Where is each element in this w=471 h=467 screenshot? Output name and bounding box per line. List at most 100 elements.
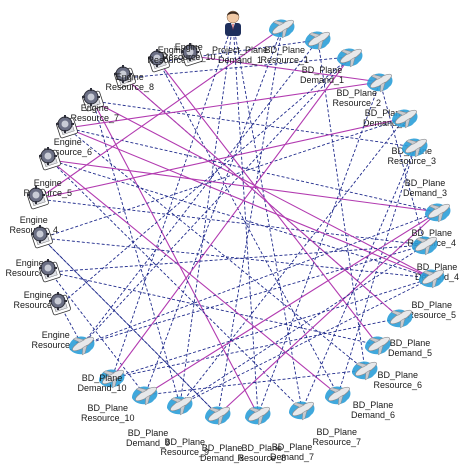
- edge-bd_res_5-to-engine_6[interactable]: [66, 127, 433, 279]
- node-engine-7[interactable]: [76, 86, 110, 116]
- edge-engine_3-to-bd_res_5[interactable]: [41, 237, 433, 281]
- edge-engine_2-to-bd_dem_9[interactable]: [49, 271, 146, 396]
- edge-engine_5-to-bd_dem_7[interactable]: [49, 159, 303, 411]
- person-icon: [216, 7, 250, 37]
- node-bd-res-10[interactable]: [95, 363, 129, 393]
- node-bd-res-8[interactable]: [241, 400, 275, 430]
- node-engine-4[interactable]: [21, 184, 55, 214]
- node-bd-res-5[interactable]: [415, 263, 449, 293]
- gear-server-icon: [25, 223, 59, 253]
- node-engine-10[interactable]: [175, 41, 209, 71]
- edge-engine_4-to-bd_res_1[interactable]: [37, 27, 283, 200]
- edge-bd_dem_3-to-bd_res_7[interactable]: [336, 146, 416, 396]
- edge-bd_res_2-to-bd_res_10[interactable]: [111, 56, 351, 379]
- node-bd-res-3[interactable]: [388, 103, 422, 133]
- edge-engine_10-to-bd_dem_2[interactable]: [191, 55, 381, 85]
- gear-server-icon: [142, 47, 176, 77]
- edge-project_plane-to-bd_res_8[interactable]: [232, 21, 261, 416]
- edge-bd_dem_8-to-engine_3[interactable]: [41, 237, 219, 416]
- edge-bd_res_5-to-bd_res_9[interactable]: [179, 277, 433, 406]
- node-bd-res-9[interactable]: [163, 390, 197, 420]
- edge-project_plane-to-bd_res_9[interactable]: [177, 21, 234, 406]
- edge-engine_3-to-bd_res_3[interactable]: [41, 116, 406, 239]
- edge-engine_9-to-bd_res_7[interactable]: [158, 61, 339, 396]
- edge-bd_res_4-to-bd_dem_8[interactable]: [217, 211, 439, 416]
- node-bd-dem-1[interactable]: [301, 25, 335, 55]
- edge-bd_dem_1-to-bd_dem_10[interactable]: [81, 39, 319, 346]
- node-engine-3[interactable]: [25, 223, 59, 253]
- plane-icon: [348, 355, 382, 385]
- node-bd-res-4[interactable]: [421, 197, 455, 227]
- edge-bd_dem_4-to-bd_dem_10[interactable]: [81, 244, 426, 347]
- node-bd-res-2[interactable]: [333, 42, 367, 72]
- edge-bd_dem_1-to-bd_dem_6[interactable]: [317, 39, 367, 371]
- edge-bd_dem_4-to-bd_res_9[interactable]: [179, 244, 426, 406]
- edge-engine_8-to-bd_res_2[interactable]: [124, 54, 351, 79]
- edge-bd_dem_5-to-engine_8[interactable]: [124, 77, 401, 319]
- edge-bd_dem_9-to-bd_res_4[interactable]: [144, 211, 439, 396]
- edge-engine_2-to-bd_res_6[interactable]: [49, 271, 379, 347]
- edge-engine_1-to-bd_res_2[interactable]: [59, 56, 351, 306]
- edge-bd_res_7-to-engine_5[interactable]: [49, 159, 339, 396]
- node-bd-dem-10[interactable]: [65, 330, 99, 360]
- plane-icon: [95, 363, 129, 393]
- edge-engine_7-to-bd_dem_3[interactable]: [92, 100, 416, 149]
- gear-server-icon: [76, 86, 110, 116]
- node-bd-dem-5[interactable]: [383, 303, 417, 333]
- plane-icon: [363, 67, 397, 97]
- node-bd-dem-8[interactable]: [201, 400, 235, 430]
- plane-icon: [415, 263, 449, 293]
- edge-engine_7-to-bd_res_9[interactable]: [92, 100, 182, 406]
- edge-bd_res_4-to-engine_5[interactable]: [49, 157, 439, 213]
- node-bd-dem-6[interactable]: [348, 355, 382, 385]
- node-engine-5[interactable]: [33, 145, 67, 175]
- node-engine-9[interactable]: [142, 47, 176, 77]
- gear-server-icon: [175, 41, 209, 71]
- edge-bd_res_3-to-engine_4[interactable]: [37, 117, 406, 201]
- node-bd-dem-3[interactable]: [398, 132, 432, 162]
- edge-bd_res_6-to-engine_9[interactable]: [158, 61, 379, 346]
- plane-icon: [163, 390, 197, 420]
- edge-bd_res_8-to-bd_dem_2[interactable]: [257, 81, 381, 416]
- edge-project_plane-to-bd_res_10[interactable]: [111, 21, 234, 379]
- node-engine-6[interactable]: [50, 113, 84, 143]
- node-engine-8[interactable]: [108, 63, 142, 93]
- edge-engine_5-to-bd_res_5[interactable]: [49, 159, 433, 280]
- edge-bd_dem_10-to-bd_res_4[interactable]: [81, 211, 439, 346]
- edge-bd_dem_2-to-bd_dem_4[interactable]: [379, 81, 427, 246]
- plane-icon: [128, 380, 162, 410]
- node-bd-dem-2[interactable]: [363, 67, 397, 97]
- gear-server-icon: [43, 290, 77, 320]
- edge-engine_6-to-bd_dem_6[interactable]: [66, 127, 366, 371]
- edge-bd_res_1-to-bd_dem_8[interactable]: [216, 27, 283, 416]
- plane-icon: [301, 25, 335, 55]
- gear-server-icon: [33, 257, 67, 287]
- edge-bd_dem_2-to-engine_6[interactable]: [66, 81, 381, 131]
- node-bd-dem-4[interactable]: [408, 230, 442, 260]
- edge-project_plane-to-bd_dem_7[interactable]: [232, 21, 304, 411]
- edge-bd_res_2-to-bd_dem_10[interactable]: [81, 56, 351, 346]
- edge-bd_dem_6-to-bd_dem_9[interactable]: [144, 369, 366, 398]
- node-engine-2[interactable]: [33, 257, 67, 287]
- plane-icon: [265, 13, 299, 43]
- edge-bd_res_10-to-bd_res_5[interactable]: [111, 276, 433, 379]
- edge-engine_6-to-bd_res_4[interactable]: [66, 127, 439, 214]
- node-bd-res-1[interactable]: [265, 13, 299, 43]
- edge-bd_dem_7-to-bd_dem_3[interactable]: [301, 146, 416, 411]
- edge-bd_res_3-to-bd_res_9[interactable]: [179, 117, 406, 406]
- plane-icon: [241, 400, 275, 430]
- plane-icon: [201, 400, 235, 430]
- node-bd-res-6[interactable]: [361, 330, 395, 360]
- node-project-plane[interactable]: [216, 7, 250, 37]
- edge-engine_7-to-bd_res_8[interactable]: [92, 100, 259, 416]
- edge-bd_dem_5-to-bd_res_10[interactable]: [111, 317, 401, 380]
- node-bd-dem-7[interactable]: [285, 395, 319, 425]
- node-bd-dem-9[interactable]: [128, 380, 162, 410]
- edge-bd_res_1-to-bd_dem_9[interactable]: [144, 27, 283, 396]
- edge-engine_3-to-bd_dem_8[interactable]: [41, 237, 219, 416]
- edge-bd_res_5-to-engine_7[interactable]: [92, 100, 433, 279]
- node-bd-res-7[interactable]: [321, 380, 355, 410]
- node-engine-1[interactable]: [43, 290, 77, 320]
